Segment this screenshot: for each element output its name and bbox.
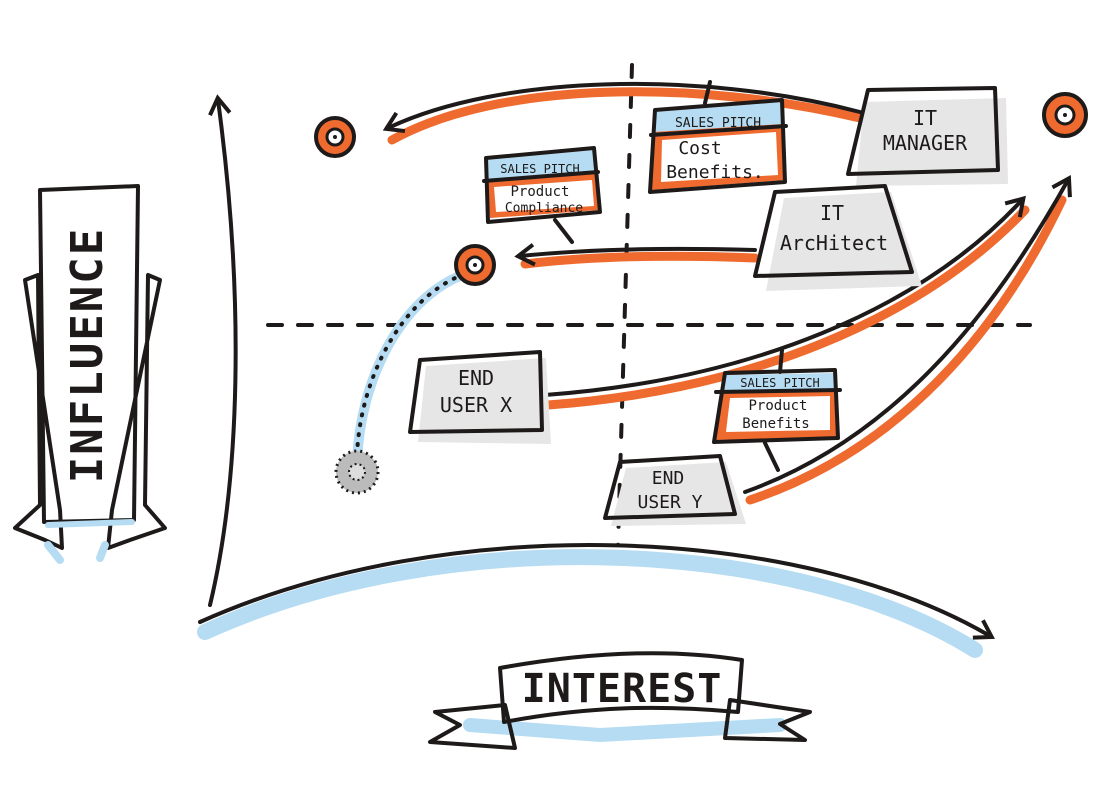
end-user-y-arrow-shadow bbox=[745, 195, 1067, 505]
target-icon bbox=[1042, 92, 1088, 138]
end-user-x-arrow-shadow bbox=[543, 205, 1030, 410]
it-architect-arrow bbox=[514, 243, 757, 267]
label-text: END bbox=[652, 468, 685, 489]
label-text: Benefits. bbox=[666, 162, 764, 183]
dotted-path bbox=[352, 270, 467, 467]
x-axis-label: INTEREST bbox=[522, 666, 723, 712]
it-manager-arrow-shadow bbox=[387, 87, 865, 145]
stakeholder-it-architect: IT ArcHitect bbox=[753, 184, 922, 291]
label-text: Compliance bbox=[505, 201, 583, 216]
sales-pitch-product-benefits: SALES PITCH Product Benefits bbox=[712, 348, 842, 472]
label-text: Benefits bbox=[742, 416, 809, 432]
label-text: MANAGER bbox=[883, 131, 968, 155]
interest-banner: INTEREST bbox=[428, 651, 812, 750]
label-text: SALES PITCH bbox=[740, 376, 819, 390]
x-axis-shadow bbox=[197, 549, 983, 658]
label-text: Product bbox=[748, 398, 807, 414]
y-axis-label: INFLUENCE bbox=[62, 227, 113, 483]
y-axis-arrow bbox=[208, 94, 238, 607]
label-text: USER Y bbox=[637, 492, 702, 513]
label-text: END bbox=[458, 366, 494, 390]
faded-target-icon bbox=[334, 449, 380, 495]
label-text: USER X bbox=[440, 393, 512, 417]
label-text: IT bbox=[913, 106, 937, 130]
end-user-y-arrow bbox=[743, 174, 1072, 494]
stakeholder-end-user-x: END USER X bbox=[408, 350, 551, 444]
label-text: Product bbox=[510, 184, 569, 200]
dotted-path-dots bbox=[355, 273, 464, 457]
label-text: ArcHitect bbox=[780, 231, 888, 255]
sales-pitch-product-compliance: SALES PITCH Product Compliance bbox=[482, 146, 602, 244]
target-icon bbox=[314, 116, 356, 158]
label-text: SALES PITCH bbox=[675, 116, 761, 131]
end-user-x-arrow bbox=[543, 195, 1026, 397]
label-text: IT bbox=[820, 201, 844, 225]
label-text: SALES PITCH bbox=[500, 162, 579, 176]
sales-pitch-cost-benefits: SALES PITCH Cost Benefits. bbox=[648, 80, 788, 194]
it-architect-arrow-shadow bbox=[520, 251, 760, 269]
stakeholder-it-manager: IT MANAGER bbox=[846, 86, 1008, 186]
stakeholder-end-user-y: END USER Y bbox=[603, 454, 746, 526]
influence-banner: INFLUENCE bbox=[13, 184, 167, 564]
it-manager-arrow bbox=[382, 81, 862, 134]
label-text: Cost bbox=[678, 138, 721, 159]
target-icon bbox=[454, 244, 496, 286]
